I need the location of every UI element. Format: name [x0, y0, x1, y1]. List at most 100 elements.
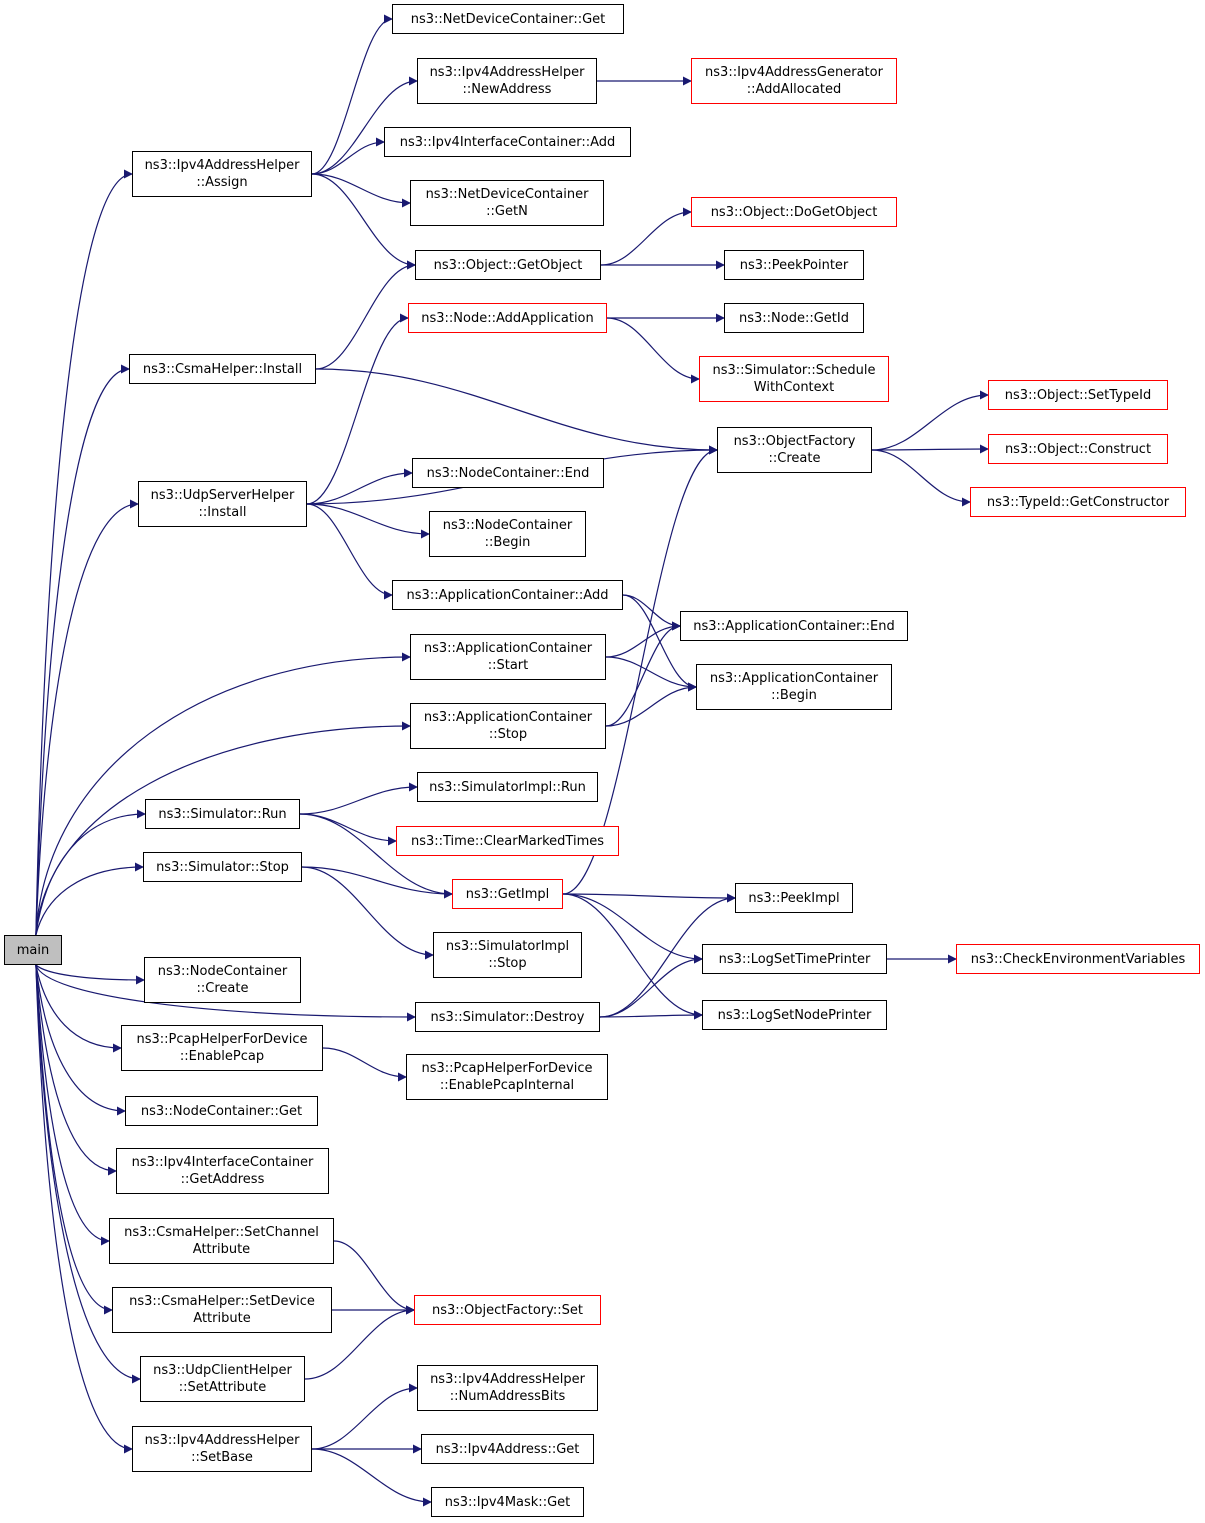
- edge-getimpl-to-logsetnode: [562, 893, 703, 1020]
- node-sim-destroy[interactable]: ns3::Simulator::Destroy: [415, 1002, 600, 1032]
- node-pcap-internal[interactable]: ns3::PcapHelperForDevice ::EnablePcapInt…: [406, 1054, 608, 1100]
- node-ipv4ah-newaddr[interactable]: ns3::Ipv4AddressHelper ::NewAddress: [417, 58, 597, 104]
- node-node-getid[interactable]: ns3::Node::GetId: [724, 303, 864, 333]
- edge-appc-add-to-appc-begin: [622, 594, 697, 692]
- node-nc-get[interactable]: ns3::NodeContainer::Get: [125, 1096, 318, 1126]
- node-label: ns3::GetImpl: [465, 886, 550, 902]
- node-peekimpl[interactable]: ns3::PeekImpl: [735, 883, 853, 913]
- node-ipv4addr-get[interactable]: ns3::Ipv4Address::Get: [421, 1434, 594, 1464]
- node-label: ns3::CsmaHelper::SetDevice Attribute: [129, 1294, 315, 1326]
- node-label: ns3::SimulatorImpl::Run: [429, 779, 586, 795]
- node-csma-setdev[interactable]: ns3::CsmaHelper::SetDevice Attribute: [112, 1287, 332, 1333]
- node-label: ns3::Ipv4Address::Get: [435, 1441, 580, 1457]
- node-label: ns3::Simulator::Destroy: [430, 1009, 585, 1025]
- node-ipv4ic-add[interactable]: ns3::Ipv4InterfaceContainer::Add: [384, 127, 631, 157]
- node-label: ns3::ApplicationContainer::End: [693, 618, 895, 634]
- node-appc-add[interactable]: ns3::ApplicationContainer::Add: [392, 580, 623, 610]
- node-ipv4ah-assign[interactable]: ns3::Ipv4AddressHelper ::Assign: [132, 151, 312, 197]
- edge-csma-install-to-obj-getobject: [315, 260, 416, 370]
- node-ipv4ah-setbase[interactable]: ns3::Ipv4AddressHelper ::SetBase: [132, 1426, 312, 1472]
- node-obj-getobject[interactable]: ns3::Object::GetObject: [415, 250, 601, 280]
- node-label: ns3::NodeContainer ::Create: [157, 964, 288, 996]
- node-csma-setchan[interactable]: ns3::CsmaHelper::SetChannel Attribute: [109, 1218, 334, 1264]
- node-ipv4ah-numbits[interactable]: ns3::Ipv4AddressHelper ::NumAddressBits: [417, 1365, 598, 1411]
- node-checkenv[interactable]: ns3::CheckEnvironmentVariables: [956, 944, 1200, 974]
- node-label: ns3::Ipv4InterfaceContainer::Add: [399, 134, 616, 150]
- edge-getimpl-to-logsettime: [562, 893, 703, 964]
- node-pcap-enable[interactable]: ns3::PcapHelperForDevice ::EnablePcap: [121, 1025, 323, 1071]
- edge-objfac-create-to-obj-settypeid: [871, 390, 989, 451]
- node-sim-stop[interactable]: ns3::Simulator::Stop: [143, 852, 302, 882]
- node-sim-schedctx[interactable]: ns3::Simulator::Schedule WithContext: [699, 356, 889, 402]
- node-getimpl[interactable]: ns3::GetImpl: [452, 879, 563, 909]
- edge-ipv4ah-assign-to-ndc-get: [311, 14, 393, 175]
- edge-main-to-ipv4ah-assign: [35, 169, 133, 936]
- node-udpsrv-install[interactable]: ns3::UdpServerHelper ::Install: [138, 481, 307, 527]
- node-appc-end[interactable]: ns3::ApplicationContainer::End: [680, 611, 908, 641]
- edge-appc-start-to-appc-end: [605, 621, 681, 658]
- node-label: ns3::Ipv4AddressGenerator ::AddAllocated: [705, 65, 883, 97]
- node-simimpl-stop[interactable]: ns3::SimulatorImpl ::Stop: [433, 932, 582, 978]
- node-label: ns3::CsmaHelper::Install: [142, 361, 303, 377]
- node-udpcli-setattr[interactable]: ns3::UdpClientHelper ::SetAttribute: [140, 1356, 305, 1402]
- node-simimpl-run[interactable]: ns3::SimulatorImpl::Run: [417, 772, 598, 802]
- node-label: ns3::Ipv4AddressHelper ::NumAddressBits: [430, 1372, 585, 1404]
- edge-appc-stop-to-appc-end: [605, 621, 681, 727]
- node-label: ns3::Time::ClearMarkedTimes: [410, 833, 605, 849]
- node-label: ns3::Node::GetId: [739, 310, 849, 326]
- node-label: ns3::NetDeviceContainer ::GetN: [425, 187, 589, 219]
- node-ipv4mask-get[interactable]: ns3::Ipv4Mask::Get: [431, 1487, 584, 1517]
- edge-objfac-create-to-obj-construct: [871, 444, 989, 454]
- node-appc-begin[interactable]: ns3::ApplicationContainer ::Begin: [696, 664, 892, 710]
- node-label: ns3::Simulator::Stop: [156, 859, 289, 875]
- edge-sim-run-to-simimpl-run: [299, 782, 418, 815]
- edge-ipv4ah-assign-to-obj-getobject: [311, 173, 416, 270]
- node-label: ns3::LogSetNodePrinter: [717, 1007, 872, 1023]
- edge-sim-stop-to-getimpl: [301, 866, 453, 899]
- edge-udpsrv-install-to-nc-end: [306, 468, 413, 505]
- edge-sim-destroy-to-logsettime: [599, 954, 703, 1018]
- node-nc-begin[interactable]: ns3::NodeContainer ::Begin: [429, 511, 586, 557]
- node-label: ns3::Ipv4AddressHelper ::NewAddress: [429, 65, 585, 97]
- edge-appc-stop-to-appc-begin: [605, 682, 697, 727]
- node-label: ns3::CsmaHelper::SetChannel Attribute: [124, 1225, 319, 1257]
- node-sim-run[interactable]: ns3::Simulator::Run: [145, 799, 300, 829]
- node-obj-dogetobject[interactable]: ns3::Object::DoGetObject: [691, 197, 897, 227]
- node-ipv4ag-addalloc[interactable]: ns3::Ipv4AddressGenerator ::AddAllocated: [691, 58, 897, 104]
- node-nc-create[interactable]: ns3::NodeContainer ::Create: [144, 957, 301, 1003]
- node-label: ns3::Node::AddApplication: [421, 310, 594, 326]
- edge-node-addapp-to-sim-schedctx: [606, 317, 700, 384]
- node-time-clear[interactable]: ns3::Time::ClearMarkedTimes: [396, 826, 619, 856]
- node-label: ns3::Object::GetObject: [433, 257, 583, 273]
- node-typeid-getctor[interactable]: ns3::TypeId::GetConstructor: [970, 487, 1186, 517]
- node-obj-construct[interactable]: ns3::Object::Construct: [988, 434, 1168, 464]
- node-objfac-set[interactable]: ns3::ObjectFactory::Set: [414, 1295, 601, 1325]
- edge-main-to-csma-install: [35, 364, 130, 936]
- edge-sim-run-to-getimpl: [299, 813, 453, 899]
- node-label: ns3::UdpServerHelper ::Install: [150, 488, 295, 520]
- node-appc-stop[interactable]: ns3::ApplicationContainer ::Stop: [410, 703, 606, 749]
- node-label: ns3::TypeId::GetConstructor: [986, 494, 1170, 510]
- node-logsettime[interactable]: ns3::LogSetTimePrinter: [702, 944, 887, 974]
- node-ndc-getn[interactable]: ns3::NetDeviceContainer ::GetN: [410, 180, 604, 226]
- node-nc-end[interactable]: ns3::NodeContainer::End: [412, 458, 604, 488]
- edge-appc-add-to-appc-end: [622, 594, 681, 631]
- node-ipv4ic-getaddr[interactable]: ns3::Ipv4InterfaceContainer ::GetAddress: [116, 1148, 329, 1194]
- node-logsetnode[interactable]: ns3::LogSetNodePrinter: [702, 1000, 887, 1030]
- edge-udpsrv-install-to-appc-add: [306, 503, 393, 600]
- node-appc-start[interactable]: ns3::ApplicationContainer ::Start: [410, 634, 606, 680]
- node-label: ns3::CheckEnvironmentVariables: [970, 951, 1186, 967]
- node-label: ns3::SimulatorImpl ::Stop: [445, 939, 570, 971]
- node-obj-settypeid[interactable]: ns3::Object::SetTypeId: [988, 380, 1168, 410]
- edge-main-to-sim-run: [35, 809, 146, 936]
- node-objfac-create[interactable]: ns3::ObjectFactory ::Create: [717, 427, 872, 473]
- node-ndc-get[interactable]: ns3::NetDeviceContainer::Get: [392, 4, 624, 34]
- edge-udpcli-setattr-to-objfac-set: [304, 1305, 415, 1380]
- node-csma-install[interactable]: ns3::CsmaHelper::Install: [129, 354, 316, 384]
- edge-csma-setchan-to-objfac-set: [333, 1240, 415, 1315]
- edge-ipv4ah-setbase-to-ipv4ah-numbits: [311, 1383, 418, 1450]
- node-node-addapp[interactable]: ns3::Node::AddApplication: [408, 303, 607, 333]
- node-label: ns3::ApplicationContainer ::Begin: [709, 671, 879, 703]
- edge-main-to-nc-create: [35, 964, 145, 985]
- node-peekpointer[interactable]: ns3::PeekPointer: [724, 250, 864, 280]
